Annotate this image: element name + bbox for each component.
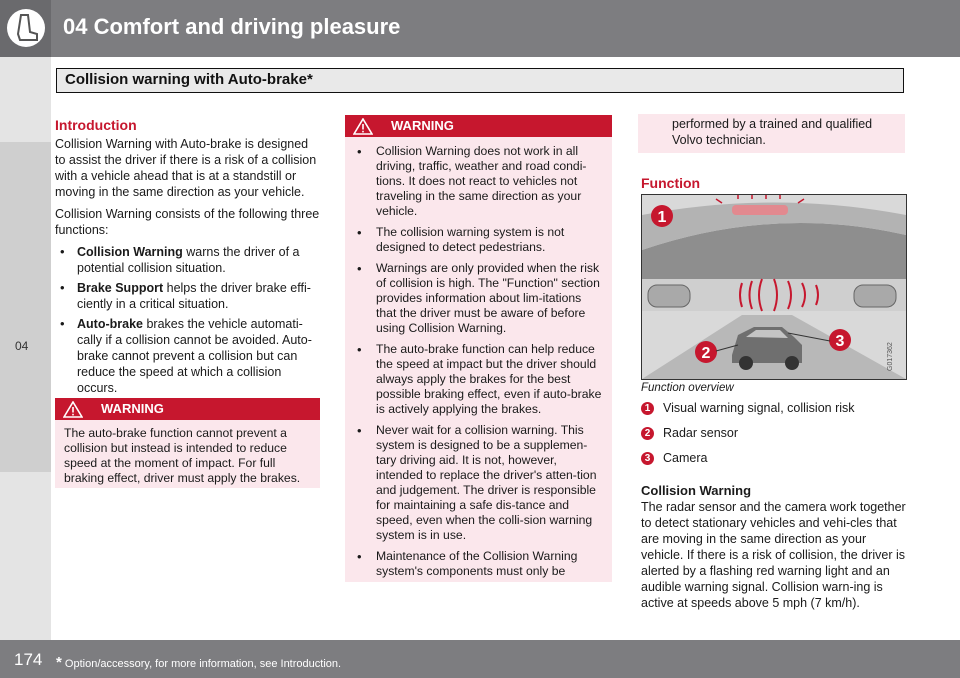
warning-header: WARNING	[345, 115, 612, 137]
footnote-star: *	[56, 654, 62, 671]
list-term: Brake Support	[77, 281, 164, 295]
chapter-title: 04 Comfort and driving pleasure	[63, 14, 401, 39]
warning-text: The auto-brake function cannot prevent a…	[64, 426, 301, 485]
intro-heading: Introduction	[55, 117, 137, 133]
footnote: * Option/accessory, for more information…	[56, 654, 341, 671]
legend-number: 3	[641, 452, 654, 466]
page-footer: 174 * Option/accessory, for more informa…	[0, 640, 960, 678]
list-item: Maintenance of the Collision Warning sys…	[354, 549, 603, 579]
list-item: Collision Warning does not work in all d…	[354, 144, 603, 219]
warning-header: WARNING	[55, 398, 320, 420]
warning-triangle-icon	[63, 401, 83, 418]
warning-box-1: WARNING The auto-brake function cannot p…	[55, 398, 320, 488]
warning-label: WARNING	[101, 401, 164, 416]
car-illustration: 1 2 3 G017362	[642, 195, 906, 379]
list-item: Brake Support helps the driver brake eff…	[55, 280, 321, 312]
function-list: Collision Warning warns the driver of a …	[55, 244, 321, 396]
list-item: The collision warning system is not desi…	[354, 225, 603, 255]
legend-item: 2 Radar sensor	[641, 426, 738, 444]
legend-number: 1	[641, 402, 654, 416]
list-item: The auto-brake function can help reduce …	[354, 342, 603, 417]
radar-waves	[739, 278, 819, 312]
section-title: Collision warning with Auto-brake*	[65, 71, 313, 88]
figure-caption: Function overview	[641, 382, 734, 394]
callout-2: 2	[702, 345, 711, 362]
callout-3: 3	[836, 333, 845, 350]
intro-paragraph: Collision Warning consists of the follow…	[55, 207, 320, 237]
list-term: Collision Warning	[77, 245, 183, 259]
legend-item: 3 Camera	[641, 451, 707, 469]
warning-list: Collision Warning does not work in all d…	[354, 144, 603, 579]
seat-icon-badge	[0, 0, 51, 57]
seat-icon	[7, 9, 45, 47]
legend-item: 1 Visual warning signal, collision risk	[641, 401, 855, 419]
page-number: 174	[14, 650, 43, 669]
list-item: Warnings are only provided when the risk…	[354, 261, 603, 336]
list-item: Auto-brake brakes the vehicle automati-c…	[55, 316, 321, 396]
chapter-sidebar: 04	[0, 57, 51, 640]
chapter-tab[interactable]: 04	[0, 142, 51, 472]
legend-label: Camera	[663, 451, 708, 465]
intro-column: Introduction Collision Warning with Auto…	[55, 117, 321, 400]
warning-light-rays	[715, 195, 805, 204]
collision-warning-section: Collision Warning The radar sensor and t…	[641, 483, 907, 617]
section-title-bar: Collision warning with Auto-brake*	[56, 68, 904, 93]
figure-code: G017362	[887, 342, 894, 371]
function-heading: Function	[641, 175, 701, 191]
callout-1: 1	[658, 209, 667, 226]
list-text: helps the driver brake effi-ciently in a…	[77, 281, 311, 311]
warning-label: WARNING	[391, 118, 454, 133]
warning-body: Collision Warning does not work in all d…	[345, 137, 612, 579]
car-shape	[732, 327, 802, 370]
function-overview-figure: 1 2 3 G017362	[641, 194, 907, 380]
list-term: Auto-brake	[77, 317, 143, 331]
chapter-tab-label: 04	[15, 339, 29, 353]
collision-warning-text: The radar sensor and the camera work tog…	[641, 500, 906, 610]
warning-triangle-icon	[353, 118, 373, 135]
list-item: Never wait for a collision warning. This…	[354, 423, 603, 543]
chapter-header: 04 Comfort and driving pleasure	[0, 0, 960, 57]
intro-paragraph: Collision Warning with Auto-brake is des…	[55, 137, 317, 199]
collision-warning-heading: Collision Warning	[641, 483, 752, 498]
list-text: brakes the vehicle automati-cally if a c…	[77, 317, 312, 395]
footnote-text: Option/accessory, for more information, …	[64, 658, 342, 670]
legend-label: Visual warning signal, collision risk	[663, 401, 855, 415]
legend-label: Radar sensor	[663, 426, 739, 440]
legend-number: 2	[641, 427, 654, 441]
warning-continued-text: performed by a trained and qualified Vol…	[672, 117, 873, 147]
warning-box-2-continued: performed by a trained and qualified Vol…	[638, 114, 905, 153]
list-text: warns the driver of a potential collisio…	[77, 245, 300, 275]
list-item: Collision Warning warns the driver of a …	[55, 244, 321, 276]
warning-box-2: WARNING Collision Warning does not work …	[345, 115, 612, 582]
